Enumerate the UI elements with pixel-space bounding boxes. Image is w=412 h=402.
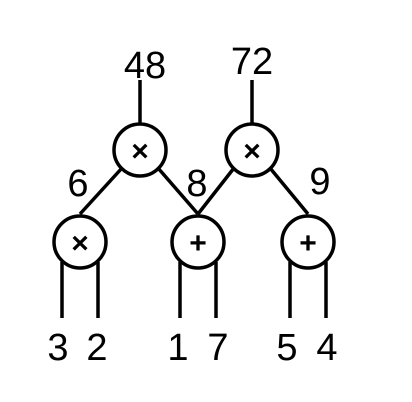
multiply-node-right: × bbox=[224, 122, 280, 178]
edge-right-mult-to-right-bottom bbox=[268, 166, 310, 216]
multiply-node-left-symbol: × bbox=[131, 135, 149, 168]
bottom-node-right-symbol: + bbox=[299, 227, 317, 260]
bottom-node-middle-symbol: + bbox=[189, 227, 207, 260]
bottom-node-left-symbol: × bbox=[71, 227, 89, 260]
bottom-node-middle: + bbox=[170, 214, 226, 270]
top-result-right: 72 bbox=[231, 41, 273, 83]
edge-left-mult-to-left-bottom bbox=[78, 166, 124, 216]
bottom-node-left: × bbox=[52, 214, 108, 270]
intermediate-result-right: 9 bbox=[309, 161, 330, 203]
input-label-7: 7 bbox=[207, 327, 228, 369]
edge-left-mult-to-middle-bottom bbox=[156, 166, 200, 216]
input-label-4: 4 bbox=[316, 327, 337, 369]
multiply-node-left: × bbox=[112, 122, 168, 178]
input-label-3: 3 bbox=[47, 327, 68, 369]
input-label-1: 1 bbox=[167, 327, 188, 369]
top-result-left: 48 bbox=[124, 45, 166, 87]
edge-right-mult-to-middle-bottom bbox=[196, 166, 236, 216]
bottom-node-right: + bbox=[280, 214, 336, 270]
intermediate-result-left: 6 bbox=[67, 163, 88, 205]
edges bbox=[60, 80, 328, 318]
input-label-2: 2 bbox=[86, 327, 107, 369]
multiply-node-right-symbol: × bbox=[243, 135, 261, 168]
intermediate-result-middle: 8 bbox=[186, 163, 207, 205]
input-label-5: 5 bbox=[276, 327, 297, 369]
